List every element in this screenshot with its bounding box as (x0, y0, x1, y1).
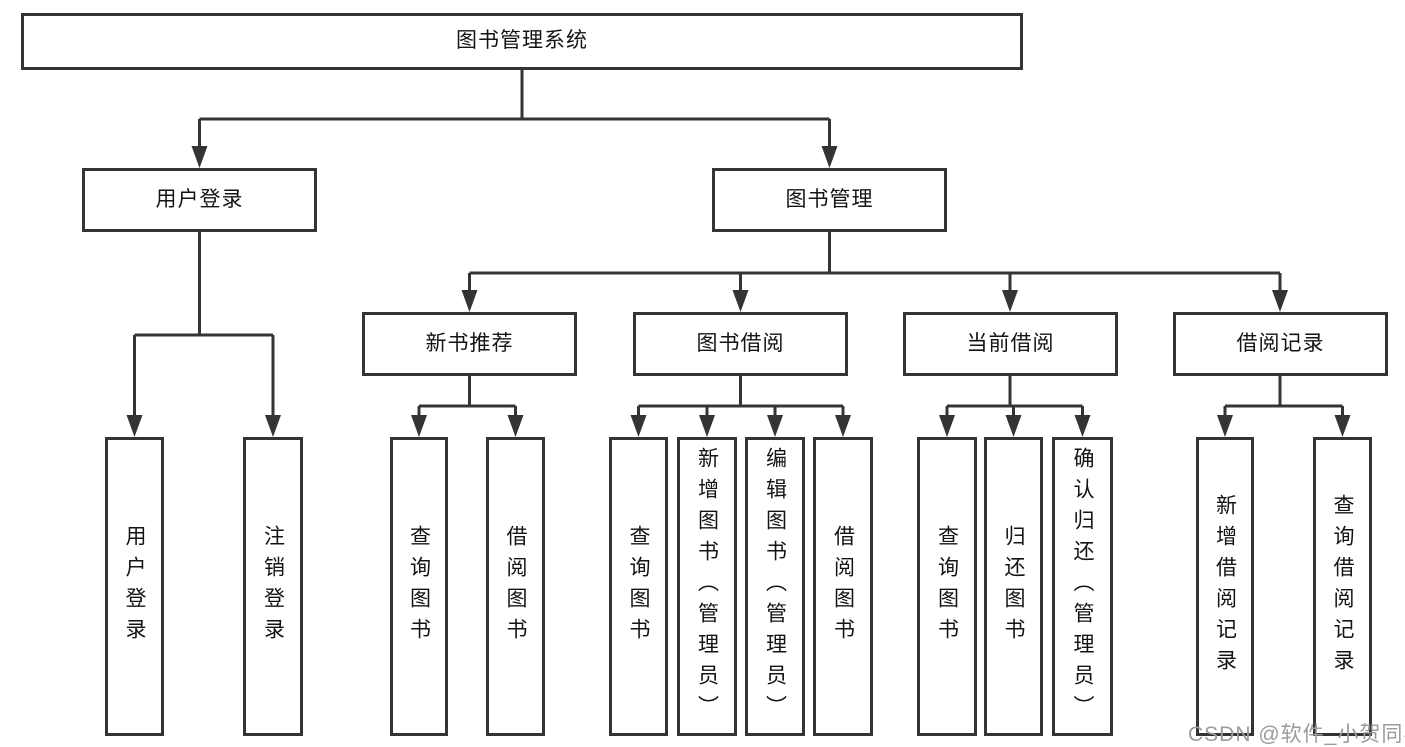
leaf-user-login: 用户登录 (105, 437, 164, 736)
leaf-newbooks-borrow: 借阅图书 (486, 437, 545, 736)
watermark: CSDN @软件_小贺同学 (1188, 723, 1405, 746)
node-root: 图书管理系统 (21, 13, 1023, 70)
leaf-newbooks-query: 查询图书 (390, 437, 448, 736)
node-book-borrow: 图书借阅 (633, 312, 848, 376)
leaf-bookborrow-edit: 编辑图书（管理员） (745, 437, 805, 736)
node-new-books: 新书推荐 (362, 312, 577, 376)
leaf-bookborrow-add: 新增图书（管理员） (677, 437, 737, 736)
node-current-borrow: 当前借阅 (903, 312, 1118, 376)
leaf-logout: 注销登录 (243, 437, 303, 736)
leaf-current-query: 查询图书 (917, 437, 977, 736)
node-book-mgmt: 图书管理 (712, 168, 947, 232)
leaf-current-return: 归还图书 (984, 437, 1043, 736)
node-borrow-records: 借阅记录 (1173, 312, 1388, 376)
leaf-records-add: 新增借阅记录 (1196, 437, 1254, 736)
leaf-records-query: 查询借阅记录 (1313, 437, 1372, 736)
arrowheads (126, 146, 1351, 437)
leaf-bookborrow-borrow: 借阅图书 (813, 437, 873, 736)
node-user-login: 用户登录 (82, 168, 317, 232)
leaf-current-confirm: 确认归还（管理员） (1052, 437, 1113, 736)
leaf-bookborrow-query: 查询图书 (609, 437, 668, 736)
